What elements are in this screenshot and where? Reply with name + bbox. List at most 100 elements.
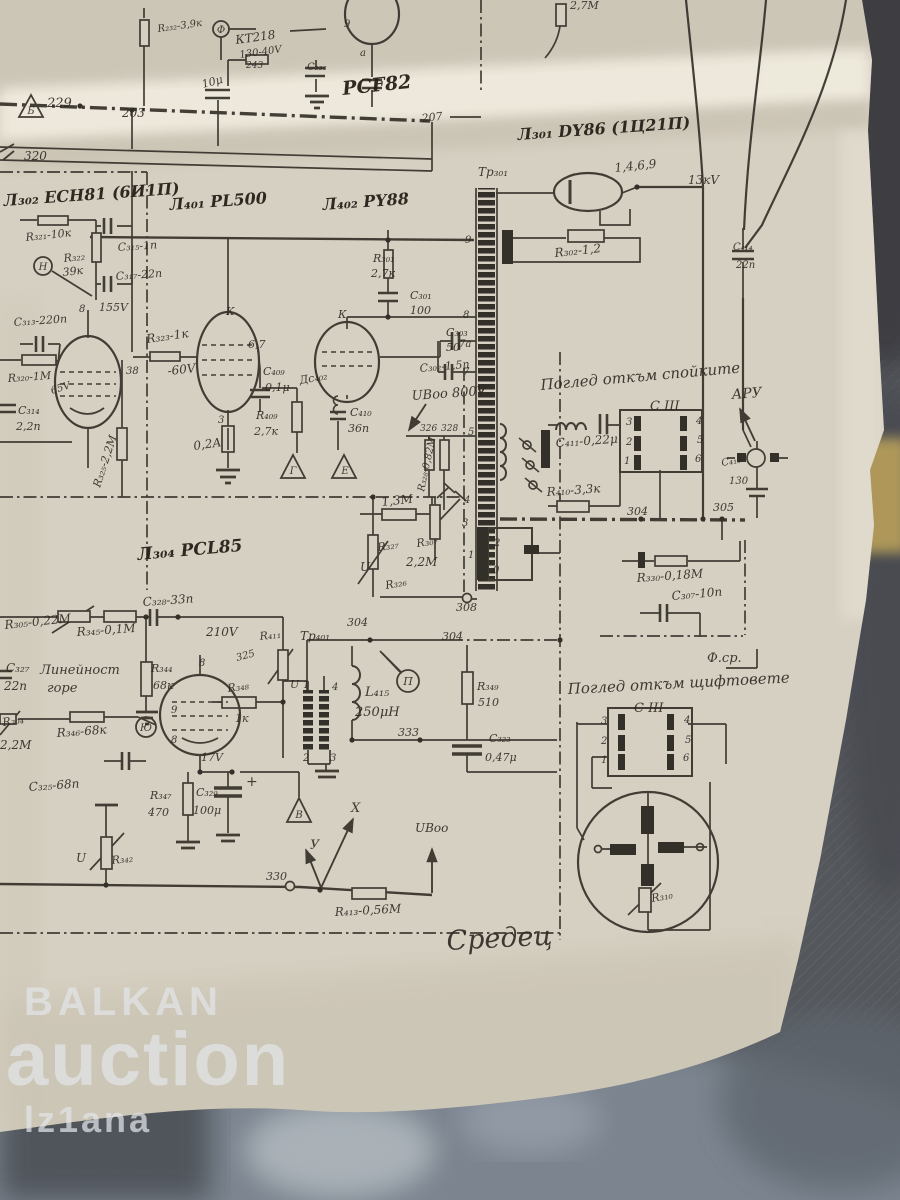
schematic-label: 2 — [600, 736, 607, 747]
schematic-label: С₃₀₂-1,5п — [419, 358, 470, 375]
schematic-label: Тр₃₀₁ — [478, 165, 508, 179]
schematic-label: 5 — [685, 735, 691, 746]
schematic-label: С₃₀₃ — [446, 326, 468, 339]
schematic-label: Н — [38, 262, 48, 273]
schematic-label: 2,7к — [253, 425, 278, 438]
x-axis-arrow — [319, 817, 354, 891]
schematic-label: С₄₁₁-0,22μ — [555, 432, 618, 450]
y-axis-arrow — [305, 848, 323, 891]
schematic-label: 2,2М — [405, 555, 438, 569]
schematic-label: 3 — [462, 518, 468, 529]
schematic-label: С₄₀₉ — [263, 365, 285, 378]
schematic-label: С₃₂₈-33п — [142, 591, 194, 609]
test-point-lead — [381, 652, 403, 674]
ground-symbols — [95, 94, 339, 850]
schematic-label: 8 — [79, 304, 85, 315]
schematic-label: С₃₀₇-10п — [671, 585, 723, 603]
switch-contacts — [477, 430, 779, 581]
anode-rail — [0, 235, 475, 897]
wires-mid — [360, 435, 560, 600]
triangle-v — [285, 795, 313, 823]
schematic-label: 3 — [601, 716, 607, 727]
schematic-label: 36п — [348, 422, 369, 435]
schematic-label: С₃₂₇ — [6, 661, 30, 675]
schematic-label: 8 — [463, 310, 469, 321]
schematic-label: 1 — [624, 456, 630, 467]
schematic-label: 207 — [420, 110, 443, 125]
schematic-label: R₄₁₀-3,3к — [545, 481, 601, 499]
schematic-label: 22п — [3, 679, 27, 693]
schematic-label: 6 — [695, 454, 702, 465]
schematic-label: 155V — [99, 301, 129, 314]
open-nodes — [284, 592, 473, 892]
schematic-label: С III — [634, 701, 664, 716]
c411-coil — [555, 422, 587, 431]
schematic-label: Е — [340, 466, 349, 477]
aru-pot — [746, 448, 766, 468]
hv-lines — [637, 0, 848, 519]
schematic-label: 203 — [121, 106, 145, 120]
schematic-label: Линейност — [39, 663, 120, 678]
schematic-label: 304 — [627, 505, 648, 518]
l415-coil — [351, 665, 361, 721]
schematic-label: R₃₄₉ — [476, 680, 499, 693]
uboo-800v-arrow — [407, 403, 427, 432]
triangle-b — [17, 93, 45, 118]
schematic-label: 3 — [218, 415, 224, 426]
schematic-label: Дс₄₀₂ — [297, 369, 328, 387]
schematic-label: а — [360, 48, 366, 59]
aru-arrow — [739, 407, 756, 442]
schematic-label: 10μ — [200, 73, 224, 91]
schematic-label: 1,4,6,9 — [614, 157, 658, 175]
schematic-label: С₃₁₅-1п — [117, 238, 157, 254]
schematic-label: R₃₂₂ — [62, 250, 86, 265]
triangle-e — [330, 453, 358, 479]
schematic-label: R₃₂₁-10к — [24, 226, 72, 244]
schematic-label: С₃₁₄ — [18, 404, 40, 417]
test-point-triangles — [0, 93, 358, 823]
schematic-label: 100 — [410, 304, 431, 317]
schematic-label: UBоо — [415, 821, 448, 835]
schematic-label: 38 — [126, 366, 139, 377]
socket-interior — [610, 806, 684, 886]
schematic-label: 4 — [331, 682, 338, 693]
tr301-winding — [478, 188, 495, 591]
schematic-label: 2,2п — [15, 420, 41, 433]
schematic-label: С₃₂₅-68п — [28, 776, 80, 794]
schematic-label: 13кV — [688, 173, 720, 187]
schematic-label: горе — [47, 681, 78, 696]
schematic-label: R₃₂₃-1к — [144, 326, 190, 346]
schematic-label: 243 — [245, 61, 263, 71]
triangle-g — [279, 453, 307, 479]
schematic-label: С₃₁₃-220п — [13, 312, 67, 329]
schematic-label: R₃₁₀ — [649, 888, 674, 905]
schematic-label: С₃₁₇-22п — [115, 267, 162, 283]
schematic-label: 7а — [459, 339, 471, 350]
schematic-label: КТ218 — [233, 27, 276, 47]
schematic-label: Г — [289, 466, 297, 477]
py88-tube — [313, 320, 381, 404]
schematic-label: С₂₃₃ — [307, 62, 327, 73]
schematic-label: К — [225, 305, 235, 318]
schematic-label: 5 — [468, 427, 474, 438]
schematic-label: 1 — [468, 550, 474, 561]
schematic-label: R₄₁₃-0,56М — [333, 901, 402, 919]
schematic-label: U — [76, 851, 87, 865]
schematic-label: 1,3М — [381, 492, 414, 509]
tr401-winding — [303, 690, 313, 752]
pcl85-tube — [158, 673, 242, 757]
schematic-label: 510 — [478, 696, 499, 709]
schematic-label: 304 — [442, 630, 463, 643]
wires-dy86 — [496, 25, 744, 298]
schematic-label: В — [294, 810, 302, 821]
schematic-label: 0,47μ — [485, 751, 517, 764]
schematic-label: R₄₁₁ — [258, 628, 282, 643]
schematic-label: 320 — [24, 149, 47, 163]
socket-view-circle — [576, 790, 720, 934]
schematic-label: Ю — [139, 723, 152, 734]
schematic-label: 8 — [199, 658, 205, 669]
resistor-symbols — [0, 3, 688, 913]
